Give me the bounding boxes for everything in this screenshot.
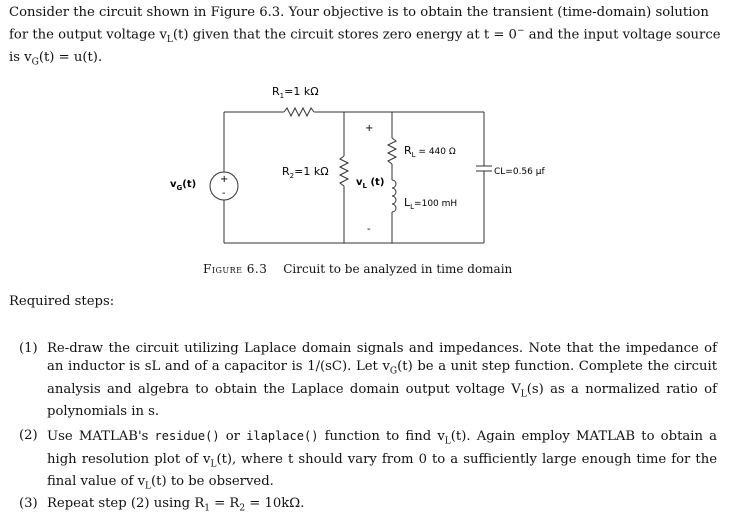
step-1-text: Re-draw the circuit utilizing Laplace do… <box>47 341 718 420</box>
voltage-source <box>209 171 239 201</box>
step-2-number: (2) <box>19 428 38 443</box>
figure-label: Figure 6.3 <box>203 262 268 276</box>
intro-line-3: is vG(t) = u(t). <box>9 50 103 68</box>
figure-caption: Figure 6.3 Circuit to be analyzed in tim… <box>203 262 512 276</box>
vl-label: vL (t) <box>356 177 384 190</box>
vl-plus: + <box>365 123 373 134</box>
r2-resistor <box>338 155 350 187</box>
step-3-number: (3) <box>19 496 38 511</box>
intro-line-2: for the output voltage vL(t) given that … <box>9 26 721 46</box>
step-3: (3) Repeat step (2) using R1 = R2 = 10kΩ… <box>19 495 717 518</box>
required-steps-heading: Required steps: <box>9 294 115 309</box>
step-1: (1) Re-draw the circuit utilizing Laplac… <box>19 340 717 421</box>
vl-minus: - <box>367 224 371 235</box>
step-2-text: Use MATLAB's residue() or ilaplace() fun… <box>47 429 718 492</box>
ll-label: LL=100 mH <box>404 196 457 211</box>
r1-resistor <box>283 106 315 118</box>
vg-label: vG(t) <box>170 179 196 192</box>
ll-inductor <box>391 179 397 213</box>
intro-paragraph: Consider the circuit shown in Figure 6.3… <box>9 4 725 72</box>
figure-caption-text: Circuit to be analyzed in time domain <box>283 262 513 276</box>
step-2: (2) Use MATLAB's residue() or ilaplace()… <box>19 427 717 496</box>
r1-label: R1=1 kΩ <box>272 85 319 100</box>
step-3-text: Repeat step (2) using R1 = R2 = 10kΩ. <box>47 496 305 514</box>
rl-label: RL = 440 Ω <box>404 144 456 159</box>
intro-line-1: Consider the circuit shown in Figure 6.3… <box>9 5 709 20</box>
source-minus: - <box>222 188 226 199</box>
step-1-number: (1) <box>19 341 38 356</box>
rl-resistor <box>386 137 398 165</box>
r2-label: R2=1 kΩ <box>282 165 329 180</box>
cl-label: CL=0.56 μf <box>494 167 545 177</box>
source-plus: + <box>220 174 228 185</box>
